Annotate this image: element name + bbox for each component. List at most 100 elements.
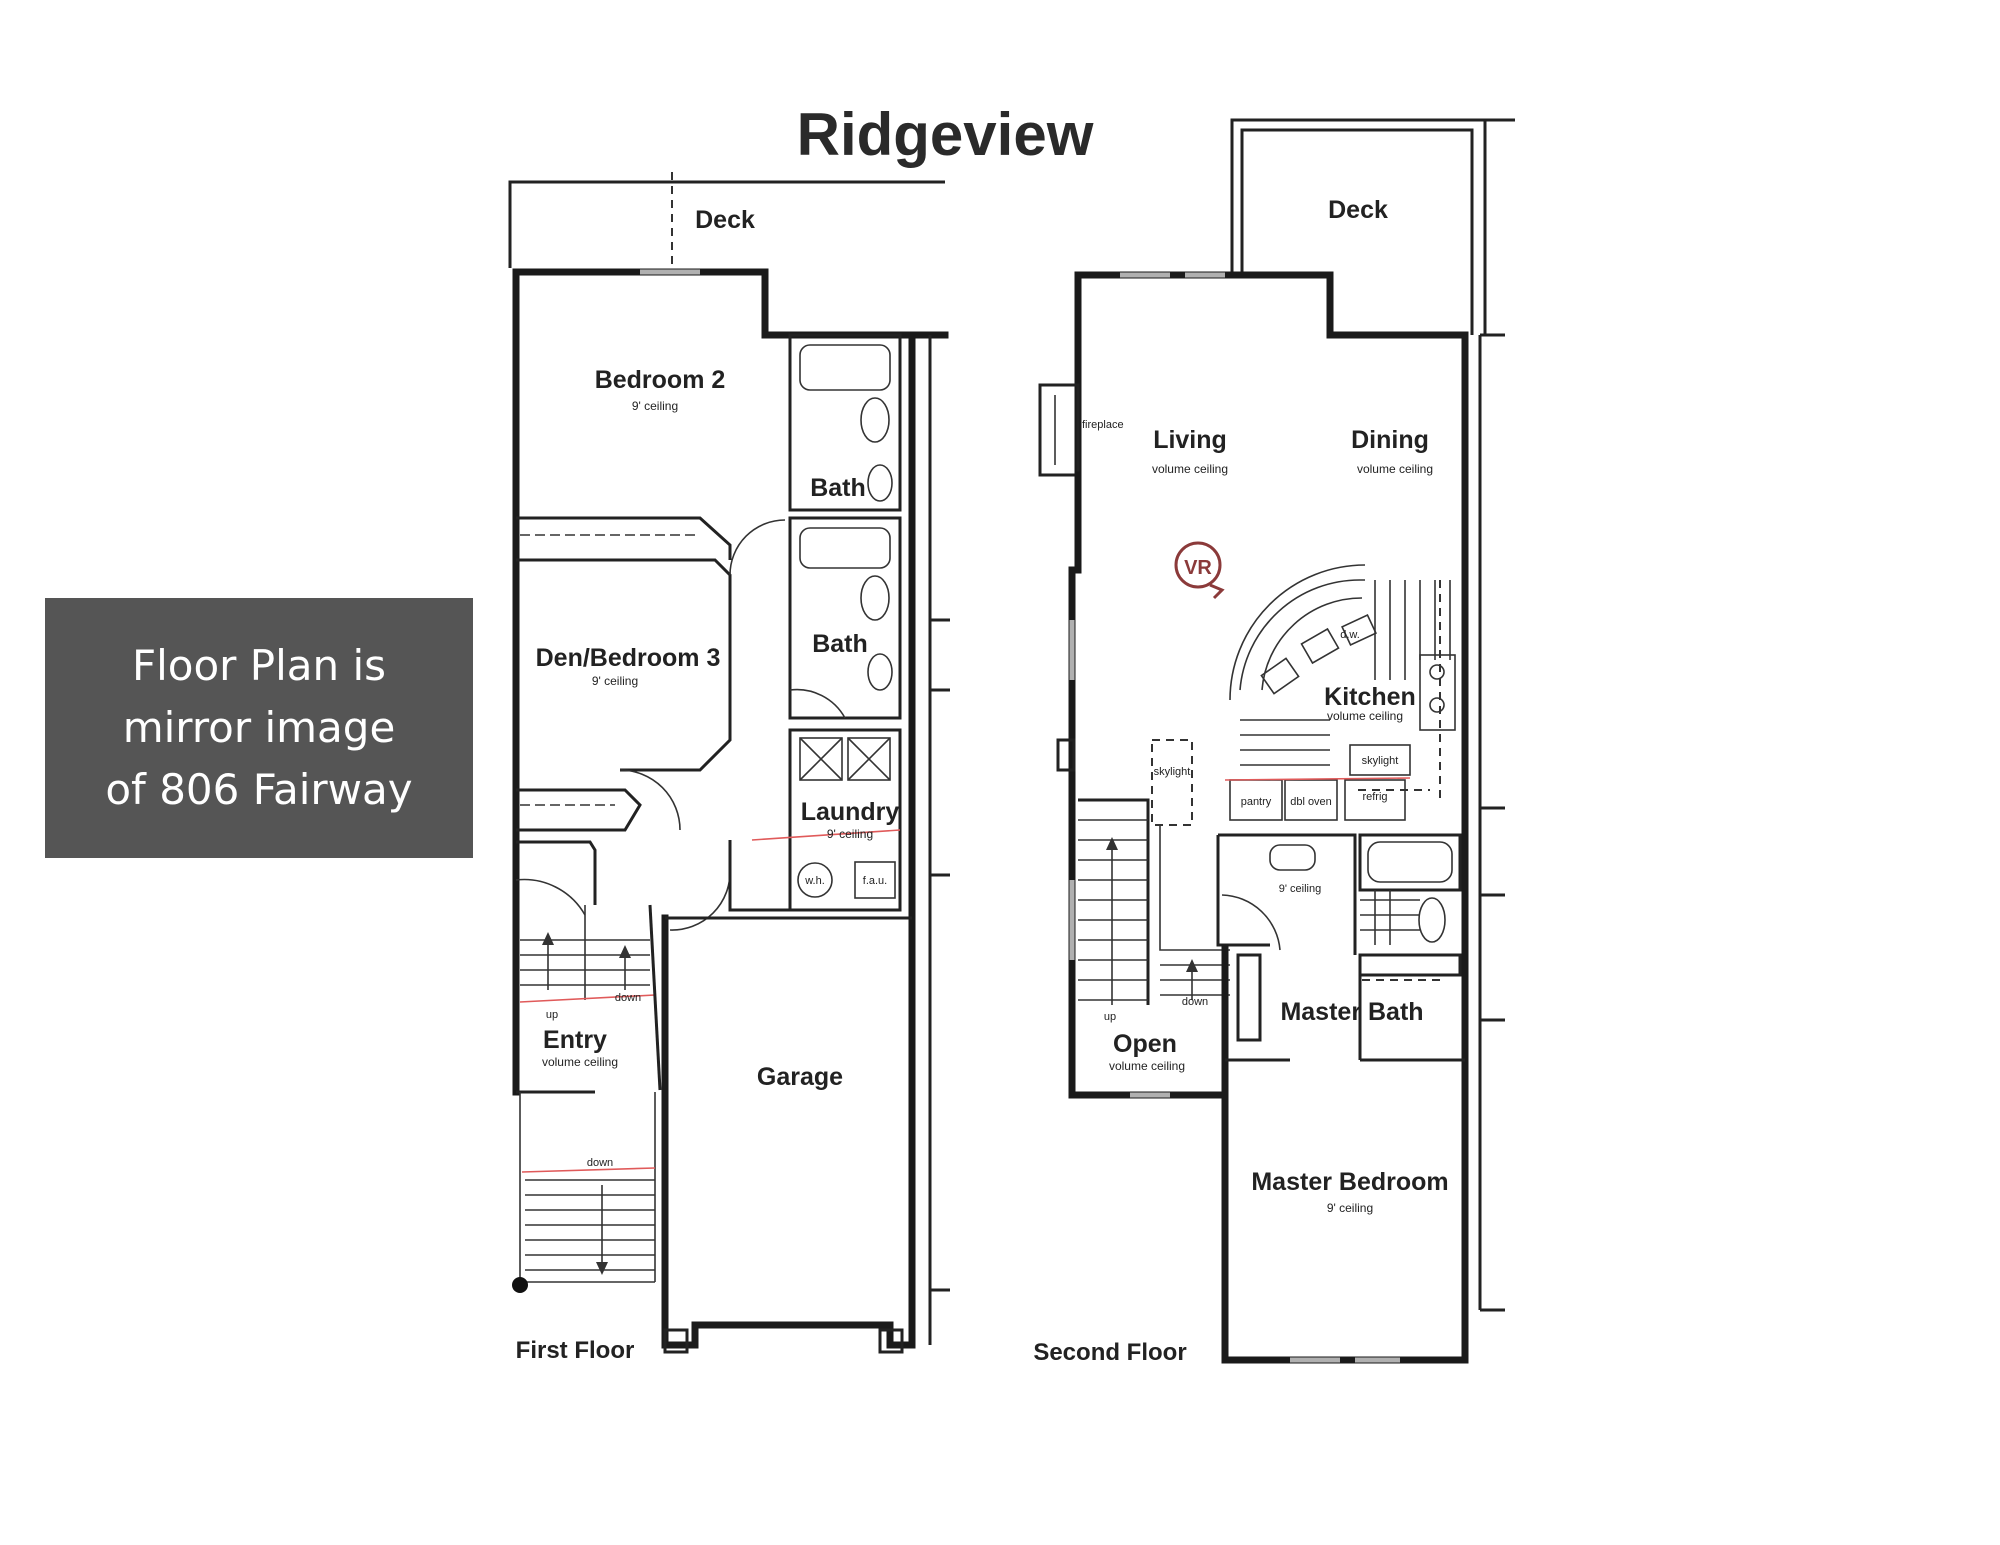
master-bath-vanity [1358,953,1462,977]
den-label: Den/Bedroom 3 [536,644,721,672]
note-line-3: of 806 Fairway [105,765,413,814]
cooktop [1419,654,1456,731]
den-closet [516,788,642,832]
stair-up-label: up [546,1009,558,1021]
living-ceiling-label: volume ceiling [1152,462,1228,476]
fau-label: f.a.u. [863,875,887,887]
dining-ceiling-label: volume ceiling [1357,462,1433,476]
fau-unit [854,861,896,899]
fireplace [1038,383,1080,477]
second-stair-down-label: down [1182,996,1208,1008]
stair-landing-wall [516,840,597,905]
second-floor-label: Second Floor [1033,1339,1186,1366]
bath-mid-toilet [860,575,890,621]
living-label: Living [1153,426,1227,454]
laundry-ceiling-label: 9' ceiling [827,827,873,841]
garage-label: Garage [757,1063,843,1091]
double-oven-label: dbl oven [1290,796,1332,808]
second-top-wall [1074,271,1469,574]
bath-mid-sink [867,653,893,691]
den-ceiling-label: 9' ceiling [592,674,638,688]
dryer [847,737,891,781]
second-deck-inner [1240,128,1474,335]
dishwasher-label: d.w. [1340,629,1360,641]
first-floor-label: First Floor [516,1337,635,1364]
master-bath-label: Master Bath [1280,998,1423,1026]
second-left-wall-upper [1068,471,1082,574]
bedroom2-ceiling-label: 9' ceiling [632,399,678,413]
note-line-1: Floor Plan is [131,641,387,690]
stair-curve [515,878,586,916]
den-door-swing [619,769,681,831]
entry-right-wall [648,904,662,1091]
entry-ceiling-label: volume ceiling [542,1055,618,1069]
mirror-image-note: Floor Plan is mirror image of 806 Fairwa… [45,598,473,858]
skylight-label: skylight [1154,766,1191,778]
skylight [1151,739,1193,826]
bath-mid-label: Bath [812,630,868,658]
bath-mid-tub [799,527,891,569]
first-deck-label: Deck [695,206,755,234]
bath-door-swing [789,688,846,719]
second-deck-outline [1230,118,1515,272]
vr-marker: VR [1174,541,1225,600]
master-bath-tile [1360,890,1420,945]
note-line-2: mirror image [122,703,396,752]
dishwasher [1341,613,1377,647]
bath-top-sink [867,464,893,502]
laundry-label: Laundry [801,798,900,826]
refrigerator-label: refrig [1362,791,1387,803]
stair-newel-post [512,1277,528,1293]
entry-red-mark [519,994,656,1003]
open-label: Open [1113,1030,1177,1058]
garage-walls [661,914,916,1349]
garage-right-post [878,1328,904,1354]
bath-mid-room [788,516,902,720]
water-heater-label: w.h. [804,875,825,887]
den-walls [516,558,732,772]
washer [799,737,843,781]
second-floor-plan: VR [1033,118,1515,1366]
kitchen-ceiling-label: volume ceiling [1327,709,1403,723]
master-bedroom-ceiling-label: 9' ceiling [1327,1201,1373,1215]
first-top-wall [512,268,949,339]
stair-up-arrowhead [542,932,554,945]
bath-top-label: Bath [810,474,866,502]
bath-top-tub [799,344,891,391]
garage-door-swing [669,869,731,931]
kitchen-label: Kitchen [1324,683,1416,711]
kitchen-skylight-label: skylight [1362,755,1399,767]
first-floor-plan: Deck Bedroom 2 9' ceiling Bath Den/Bedro… [508,172,950,1364]
bedroom2-closet-wall [516,516,732,560]
bedroom2-label: Bedroom 2 [595,366,726,394]
entry-label: Entry [543,1026,607,1054]
refrigerator [1344,779,1406,821]
double-oven [1284,779,1338,821]
second-deck-label: Deck [1328,196,1388,224]
laundry-room [788,728,902,912]
second-stair-up-label: up [1104,1011,1116,1023]
open-ceiling-label: volume ceiling [1109,1059,1185,1073]
master-bath-left-wall [1216,835,1270,947]
dining-label: Dining [1351,426,1429,454]
fireplace-label: fireplace [1082,419,1124,431]
second-floor-stairs [1078,798,1230,1005]
master-closet [1236,953,1262,1042]
hall-door-swing [729,519,786,576]
upper-stair-treads [520,905,650,1000]
master-bath-ceiling-label: 9' ceiling [1279,883,1321,895]
bath-top-toilet [860,397,890,443]
laundry-lower-wall [728,840,790,912]
plan-title: Ridgeview [797,101,1094,168]
left-wall-post [1056,738,1076,772]
bath-top-room [788,333,902,512]
stair-down-label: down [615,992,641,1004]
master-bedroom-label: Master Bedroom [1251,1168,1448,1196]
vr-label: VR [1184,557,1212,579]
master-bath-toilet [1418,897,1446,943]
stair-down-arrowhead [619,945,631,958]
lower-stair-down-label: down [587,1157,613,1169]
pantry-label: pantry [1241,796,1272,808]
master-bath-door-swing [1221,894,1281,951]
